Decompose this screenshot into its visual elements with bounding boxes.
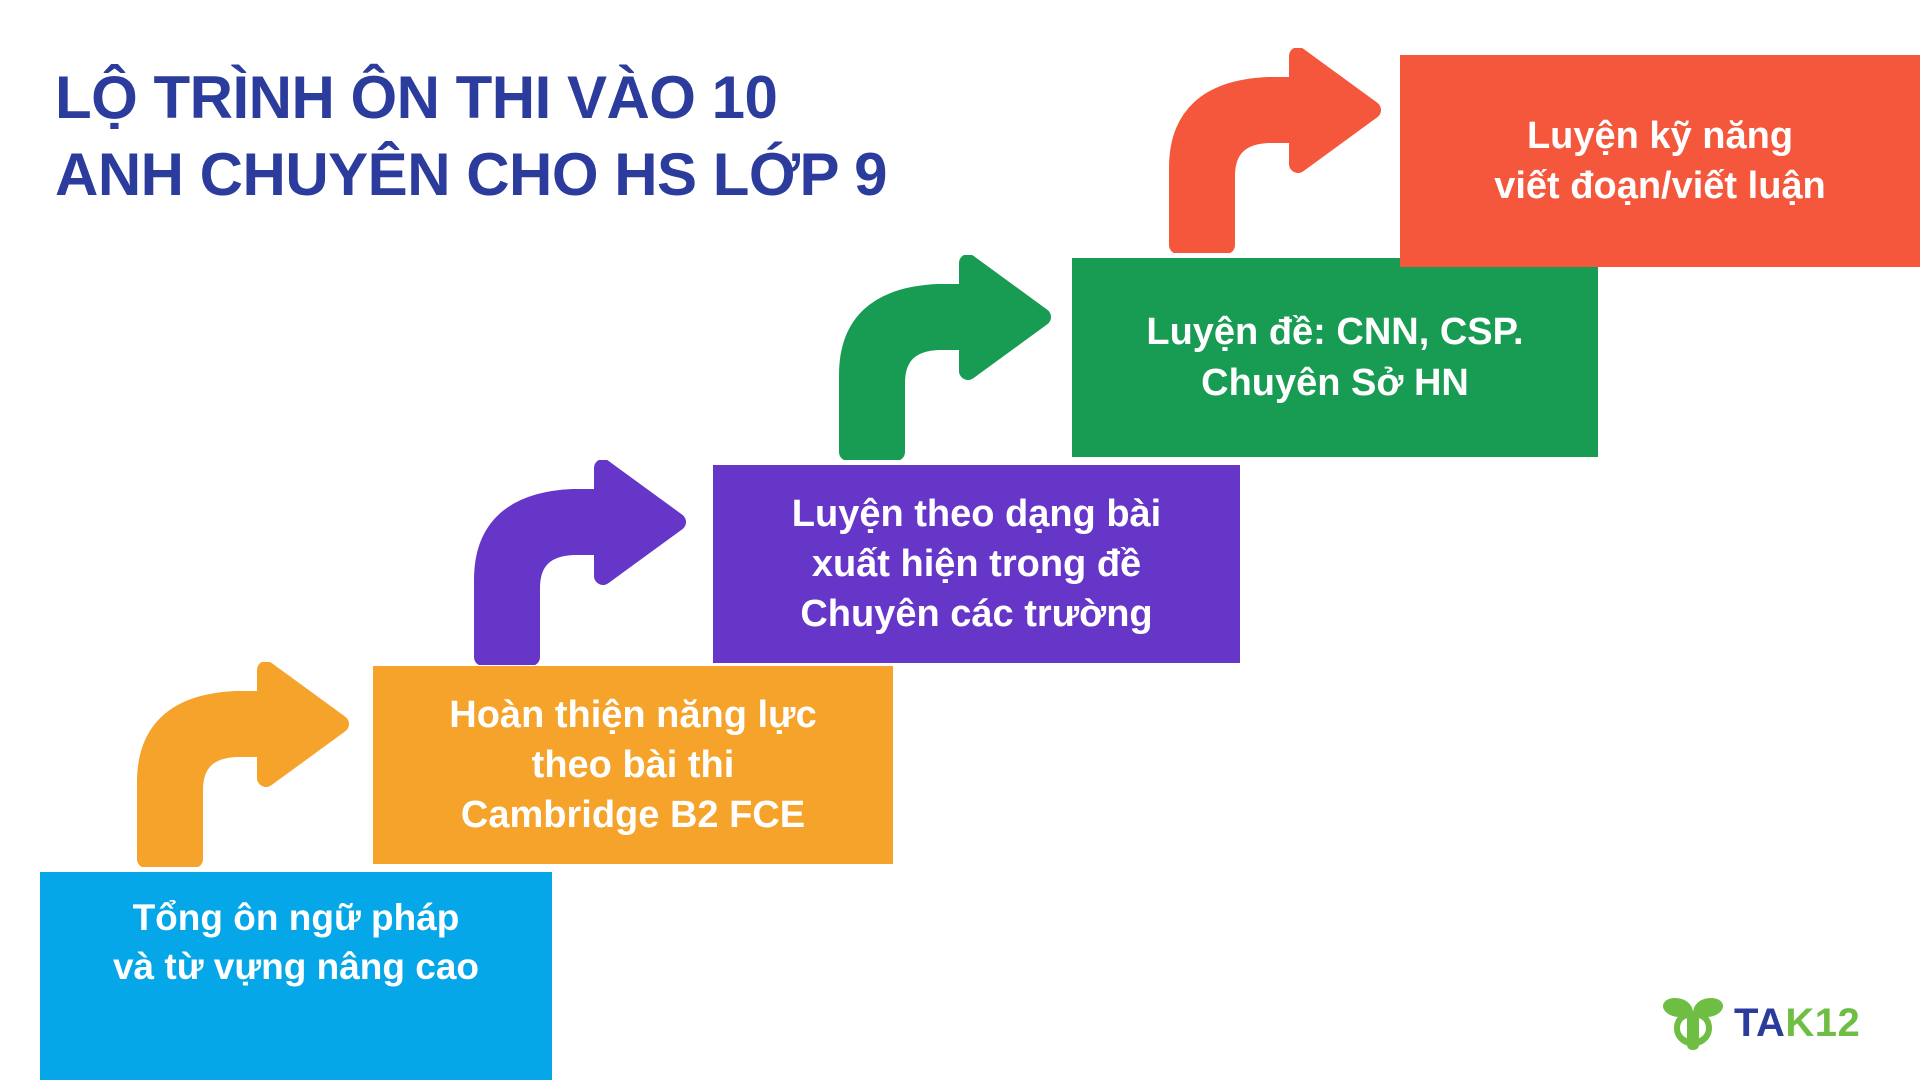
step-card-grammar: Tổng ôn ngữ pháp và từ vựng nâng cao bbox=[40, 872, 552, 1080]
step-grammar-line-2: và từ vựng nâng cao bbox=[112, 945, 480, 987]
step-types-line-1: Luyện theo dạng bài bbox=[791, 492, 1162, 535]
logo-text-primary: TA bbox=[1734, 1001, 1786, 1045]
arrow-types-to-mock bbox=[839, 255, 1051, 460]
step-mock-line-2: Chuyên Sở HN bbox=[1201, 361, 1469, 404]
title-line-2: ANH CHUYÊN CHO HS LỚP 9 bbox=[55, 140, 888, 208]
step-mock-line-1: Luyện đề: CNN, CSP. bbox=[1146, 311, 1524, 354]
step-grammar-line-1: Tổng ôn ngữ pháp bbox=[132, 897, 460, 938]
arrow-mock-to-writing bbox=[1169, 48, 1381, 253]
arrow-grammar-to-cambridge bbox=[137, 662, 349, 867]
arrow-cambridge-to-types bbox=[474, 460, 686, 665]
step-types-line-3: Chuyên các trường bbox=[800, 593, 1153, 636]
step-card-writing: Luyện kỹ năng viết đoạn/viết luận bbox=[1400, 55, 1920, 267]
step-writing-line-2: viết đoạn/viết luận bbox=[1494, 165, 1826, 207]
step-writing-line-1: Luyện kỹ năng bbox=[1526, 114, 1794, 157]
step-cambridge-line-1: Hoàn thiện năng lực bbox=[449, 693, 817, 736]
step-card-mock: Luyện đề: CNN, CSP. Chuyên Sở HN bbox=[1072, 258, 1598, 457]
logo-text-secondary: K12 bbox=[1785, 1001, 1861, 1045]
title-line-1: LỘ TRÌNH ÔN THI VÀO 10 bbox=[55, 64, 778, 131]
step-cambridge-line-2: theo bài thi bbox=[531, 743, 735, 786]
step-card-types: Luyện theo dạng bài xuất hiện trong đề C… bbox=[713, 465, 1240, 663]
brand-logo: TAK12 bbox=[1662, 995, 1860, 1051]
step-card-cambridge: Hoàn thiện năng lực theo bài thi Cambrid… bbox=[373, 666, 893, 864]
step-cambridge-line-3: Cambridge B2 FCE bbox=[460, 794, 806, 837]
logo-wordmark: TAK12 bbox=[1734, 1003, 1860, 1043]
step-types-line-2: xuất hiện trong đề bbox=[811, 542, 1142, 585]
page-title: LỘ TRÌNH ÔN THI VÀO 10 ANH CHUYÊN CHO HS… bbox=[55, 60, 1055, 214]
sprout-icon bbox=[1663, 998, 1723, 1050]
